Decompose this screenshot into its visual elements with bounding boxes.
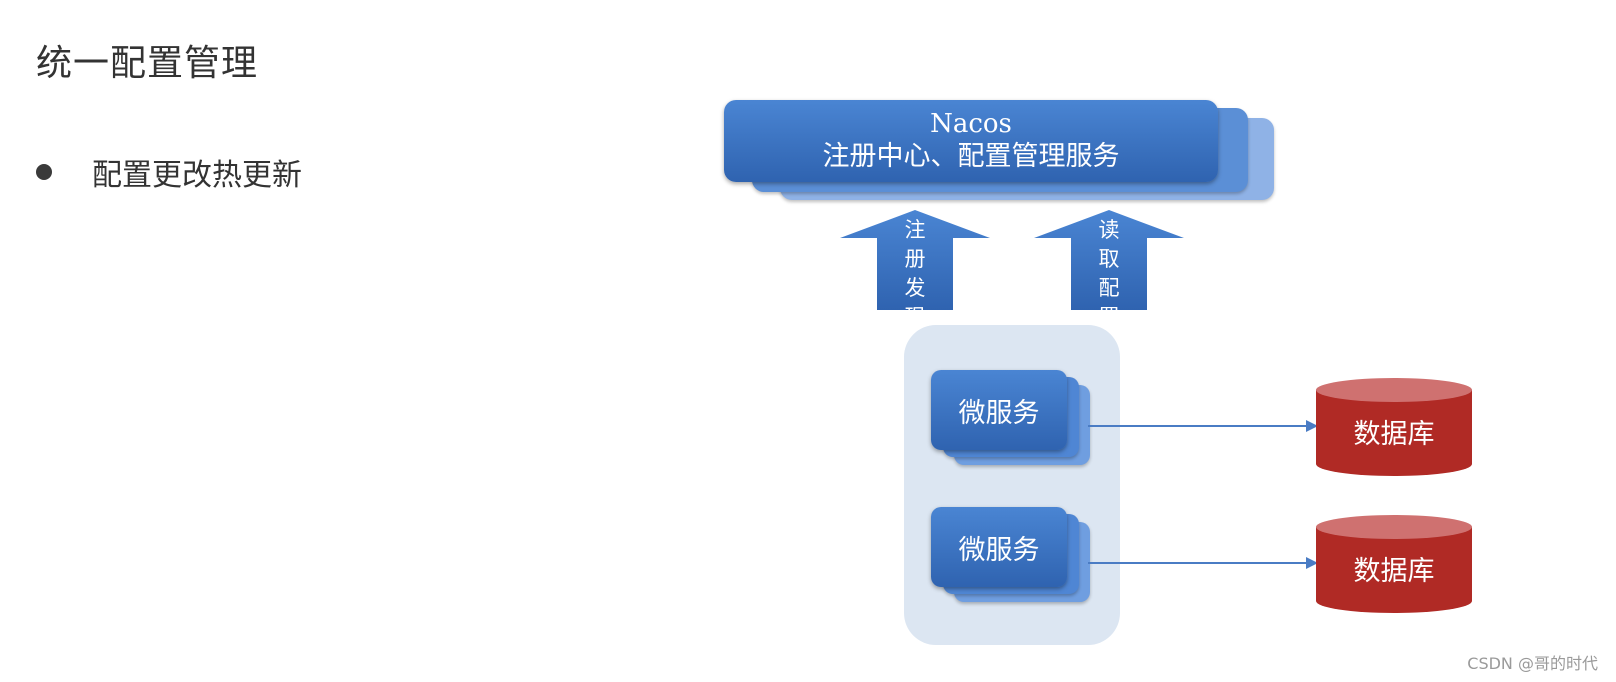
connector-arrow — [1088, 420, 1318, 432]
database-icon — [1316, 378, 1472, 476]
bullet-text: 配置更改热更新 — [92, 158, 302, 193]
up-arrow-icon — [1034, 210, 1184, 310]
arrow-label: 注 册 发 现 — [840, 216, 990, 332]
slide-title: 统一配置管理 — [36, 43, 259, 84]
database-label: 数据库 — [1353, 419, 1435, 450]
connector-arrow — [1088, 557, 1318, 569]
microservice-box: 微服务 — [931, 507, 1067, 587]
arrow-label-char: 现 — [904, 305, 926, 329]
arrow-label-char: 册 — [904, 247, 926, 271]
bullet-dot-icon — [36, 164, 52, 180]
up-arrow-icon — [840, 210, 990, 310]
nacos-subtitle: 注册中心、配置管理服务 — [822, 141, 1120, 172]
arrow-label-char: 注 — [904, 218, 926, 242]
arrow-register-discovery: 注 册 发 现 — [840, 210, 990, 329]
arrow-label-char: 读 — [1098, 218, 1120, 242]
database-cylinder: 数据库 — [1314, 513, 1474, 615]
nacos-server-box: Nacos 注册中心、配置管理服务 — [724, 100, 1218, 182]
arrow-label: 读 取 配 置 — [1034, 216, 1184, 332]
bullet-item: 配置更改热更新 — [36, 150, 302, 194]
database-cylinder: 数据库 — [1314, 376, 1474, 478]
arrow-label-char: 置 — [1098, 305, 1120, 329]
watermark: CSDN @哥的时代 — [1467, 654, 1598, 673]
arrow-label-char: 发 — [904, 276, 926, 300]
arrow-read-config: 读 取 配 置 — [1034, 210, 1184, 329]
database-icon — [1316, 515, 1472, 613]
database-label: 数据库 — [1353, 556, 1435, 587]
microservice-box: 微服务 — [931, 370, 1067, 450]
arrow-label-char: 取 — [1098, 247, 1120, 271]
nacos-name: Nacos — [930, 109, 1012, 139]
arrow-label-char: 配 — [1098, 276, 1120, 300]
